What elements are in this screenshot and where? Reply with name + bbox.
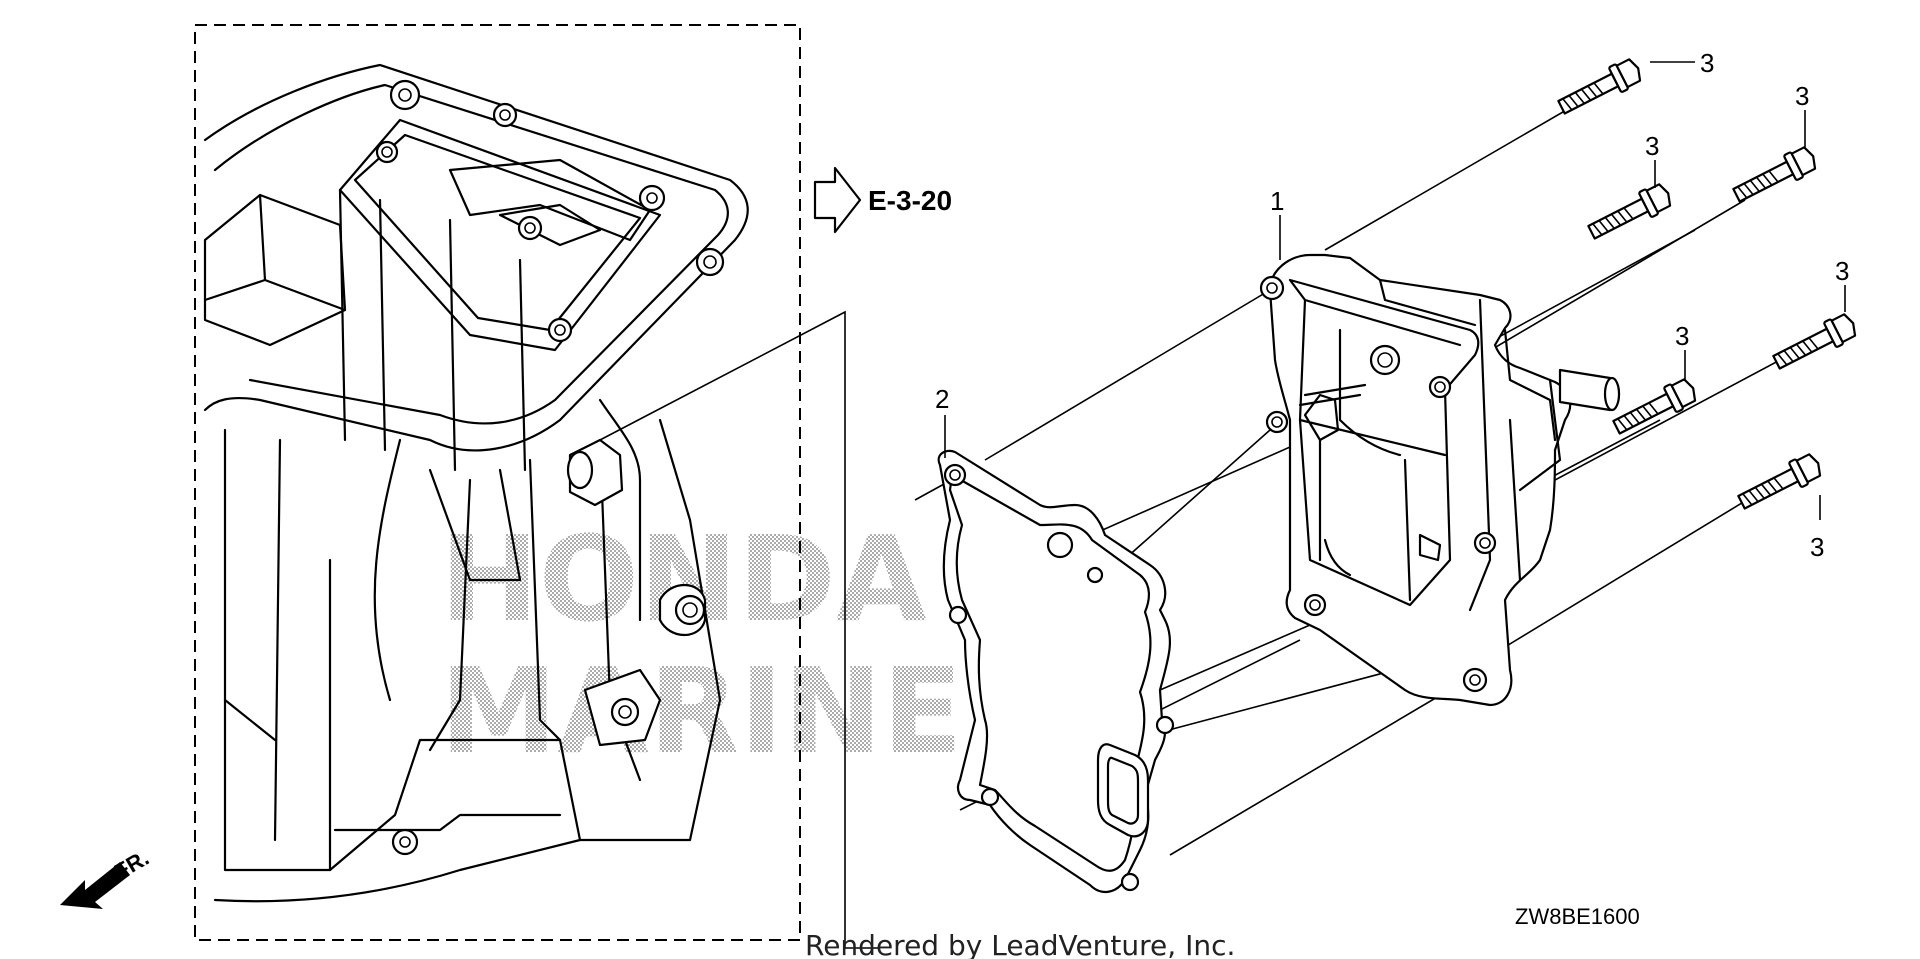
reference-label[interactable]: E-3-20 (868, 185, 952, 216)
callout-bolt-2: 3 (1795, 81, 1809, 111)
bolt-1 (1557, 58, 1642, 115)
front-arrow-icon (60, 862, 130, 909)
callout-part-2: 2 (935, 384, 949, 414)
bolt-2 (1587, 183, 1672, 240)
front-indicator: FR. (60, 845, 153, 909)
callout-bolt-1: 3 (1700, 48, 1714, 78)
callout-bolt-6: 3 (1810, 532, 1824, 562)
credit-line: Rendered by LeadVenture, Inc. (805, 929, 1235, 959)
callout-part-1: 1 (1270, 186, 1284, 216)
extension-case-housing (203, 63, 749, 903)
callout-bolt-4: 3 (1835, 256, 1849, 286)
cover-part-1 (1259, 253, 1621, 707)
reference-arrow-icon (813, 166, 862, 234)
reference-arrow[interactable]: E-3-20 (813, 166, 952, 234)
callout-bolt-3: 3 (1645, 131, 1659, 161)
bolt-3 (1732, 146, 1817, 203)
callout-leaders (944, 61, 1846, 520)
gasket-part-2 (937, 449, 1175, 893)
bolt-5 (1772, 313, 1857, 370)
watermark: HONDA MARINE (440, 510, 963, 780)
callout-bolt-5: 3 (1675, 321, 1689, 351)
diagram-code: ZW8BE1600 (1515, 904, 1640, 929)
detail-frame (194, 24, 801, 941)
bolt-4 (1612, 378, 1697, 435)
bolt-6 (1737, 453, 1822, 510)
watermark-line-2: MARINE (440, 642, 963, 780)
